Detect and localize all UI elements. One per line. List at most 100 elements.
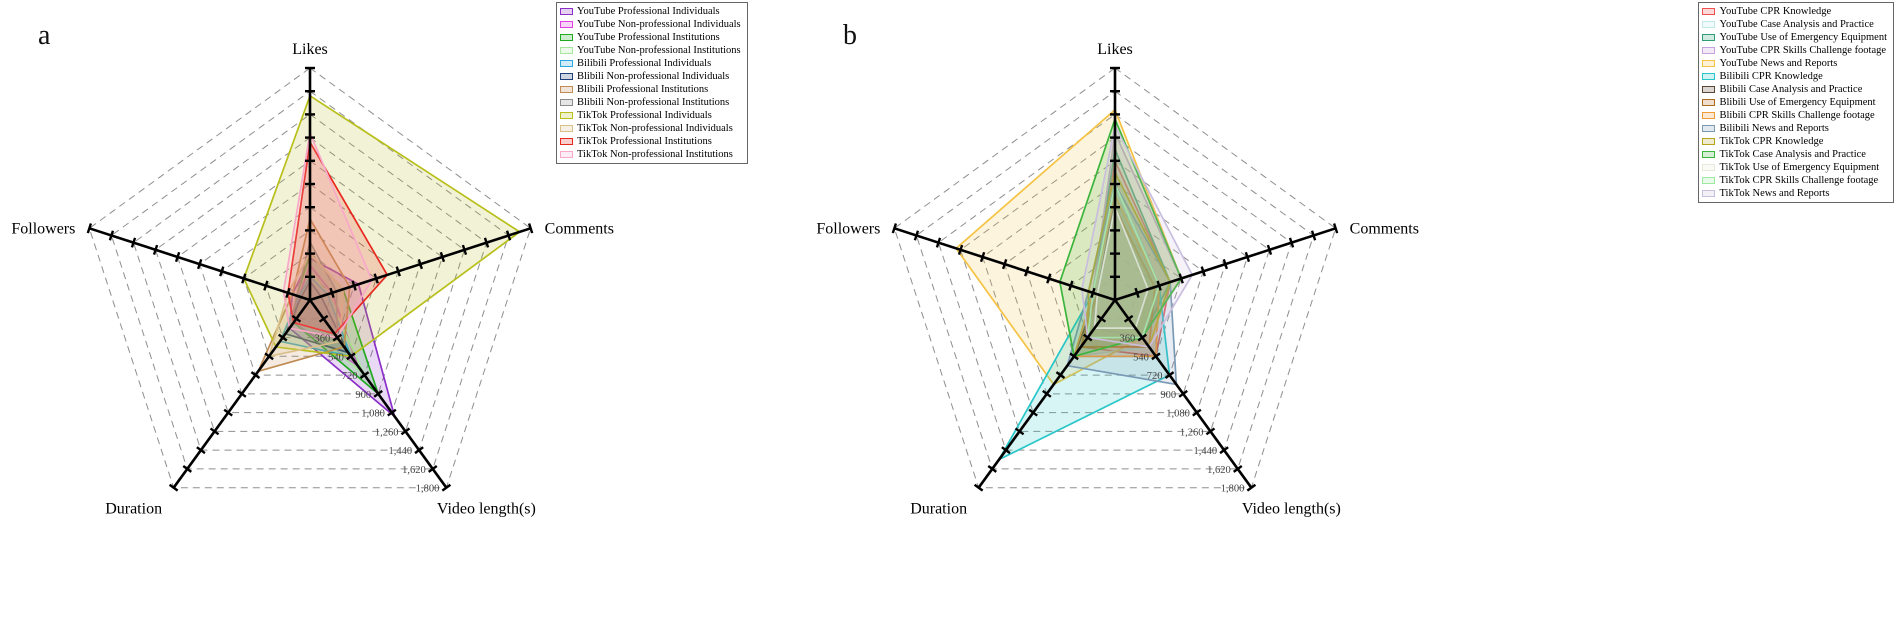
grid-ring bbox=[177, 160, 443, 414]
legend-item-2: YouTube Professional Institutions bbox=[560, 31, 741, 44]
axis-tick bbox=[387, 408, 397, 417]
axis-tick bbox=[291, 314, 302, 323]
grid-ring bbox=[937, 113, 1293, 451]
axis-tick bbox=[346, 352, 356, 361]
grid-ring bbox=[982, 160, 1248, 414]
legend-item-7: Blibili Non-professional Institutions bbox=[560, 96, 741, 109]
axis-tick bbox=[108, 230, 115, 241]
axis-tick bbox=[174, 251, 181, 263]
legend-swatch bbox=[560, 125, 573, 132]
grid-ring bbox=[915, 90, 1315, 470]
axis-tick bbox=[979, 251, 986, 263]
series-polygon-11 bbox=[1058, 118, 1183, 358]
legend-label: Bilibili CPR Knowledge bbox=[1719, 71, 1823, 82]
axis-tick bbox=[1028, 408, 1038, 417]
grid-ring bbox=[959, 136, 1271, 432]
grid-ring bbox=[132, 113, 488, 451]
axis-tick bbox=[182, 465, 193, 473]
legend-item-11: TikTok Non-professional Institutions bbox=[560, 148, 741, 161]
axis-label-3: Duration bbox=[105, 501, 162, 518]
axis-tick bbox=[1046, 273, 1052, 284]
video-length-tick-label: 1,260 bbox=[1180, 427, 1204, 438]
axis-tick bbox=[373, 273, 379, 284]
video-length-tick-label: 1,800 bbox=[416, 484, 440, 495]
axis-tick bbox=[505, 230, 512, 241]
legend-label: YouTube Professional Institutions bbox=[577, 32, 720, 43]
legend-swatch bbox=[560, 8, 573, 15]
series-polygon-6 bbox=[257, 217, 351, 373]
axis-tick bbox=[1200, 266, 1206, 277]
axis-tick bbox=[417, 259, 424, 270]
legend-item-8: Blibili CPR Skills Challenge footage bbox=[1702, 109, 1887, 122]
legend-label: TikTok Use of Emergency Equipment bbox=[1719, 162, 1880, 173]
legend-label: Bilibili News and Reports bbox=[1719, 123, 1829, 134]
video-length-tick-label: 900 bbox=[355, 390, 371, 401]
axis-tick bbox=[1246, 483, 1257, 492]
legend-item-0: YouTube Professional Individuals bbox=[560, 5, 741, 18]
axis-tick bbox=[414, 446, 424, 455]
legend-item-4: YouTube News and Reports bbox=[1702, 57, 1887, 70]
legend-swatch bbox=[560, 73, 573, 80]
axis-tick bbox=[1055, 371, 1066, 379]
axis-tick bbox=[219, 266, 225, 277]
legend-label: YouTube CPR Skills Challenge footage bbox=[1719, 45, 1887, 56]
axis-tick bbox=[1332, 223, 1339, 234]
axis-tick bbox=[1090, 287, 1096, 298]
legend-item-3: YouTube Non-professional Institutions bbox=[560, 44, 741, 57]
axis-tick bbox=[152, 244, 159, 255]
axis-tick bbox=[439, 251, 446, 263]
axis-label-2: Video length(s) bbox=[1242, 501, 1341, 518]
axis-label-2: Video length(s) bbox=[437, 501, 536, 518]
series-polygon-5 bbox=[284, 280, 350, 354]
axis-tick bbox=[973, 483, 984, 492]
legend-swatch bbox=[1702, 47, 1716, 54]
legend-label: YouTube Professional Individuals bbox=[577, 6, 720, 17]
legend-label: TikTok News and Reports bbox=[1719, 188, 1830, 199]
axis-tick bbox=[461, 244, 468, 255]
legend-swatch bbox=[560, 99, 573, 106]
axis-tick bbox=[527, 223, 534, 234]
legend-item-5: Blibili Non-professional Individuals bbox=[560, 70, 741, 83]
axis-tick bbox=[86, 223, 93, 234]
grid-ring bbox=[221, 206, 399, 376]
axis-tick bbox=[427, 465, 438, 473]
axis-tick bbox=[441, 483, 452, 492]
axis-tick bbox=[1096, 314, 1107, 323]
legend-item-0: YouTube CPR Knowledge bbox=[1702, 5, 1887, 18]
axis-tick bbox=[1137, 333, 1148, 342]
legend-swatch bbox=[560, 21, 573, 28]
legend-swatch bbox=[1702, 151, 1716, 158]
axis-tick bbox=[957, 244, 964, 255]
axis-tick bbox=[318, 314, 329, 323]
video-length-tick-label: 1,800 bbox=[1221, 484, 1245, 495]
axis-tick bbox=[1042, 389, 1052, 398]
legend-item-11: TikTok Case Analysis and Practice bbox=[1702, 148, 1887, 161]
grid-ring bbox=[199, 183, 421, 395]
legend-swatch bbox=[1702, 34, 1716, 41]
legend-label: YouTube Non-professional Institutions bbox=[577, 45, 741, 56]
legend-item-13: TikTok CPR Skills Challenge footage bbox=[1702, 174, 1887, 187]
series-polygon-10 bbox=[287, 141, 389, 335]
axis-tick bbox=[1068, 280, 1074, 291]
axis-tick bbox=[1156, 280, 1162, 291]
axis-tick bbox=[935, 237, 942, 248]
axis-tick bbox=[237, 389, 247, 398]
legend-label: TikTok Case Analysis and Practice bbox=[1719, 149, 1866, 160]
legend-item-8: TikTok Professional Individuals bbox=[560, 109, 741, 122]
legend-item-9: Bilibili News and Reports bbox=[1702, 122, 1887, 135]
legend-label: Blibili Case Analysis and Practice bbox=[1719, 84, 1863, 95]
video-length-tick-label: 720 bbox=[342, 371, 358, 382]
series-polygon-14 bbox=[1081, 125, 1194, 348]
axis-label-4: Followers bbox=[11, 220, 75, 237]
video-length-tick-label: 540 bbox=[1133, 352, 1149, 363]
axis-tick bbox=[1205, 427, 1216, 436]
axis-tick bbox=[1069, 352, 1079, 361]
axis-tick bbox=[1244, 251, 1251, 263]
panel-b-label: b bbox=[843, 20, 857, 51]
video-length-tick-label: 1,080 bbox=[361, 409, 385, 420]
axis-tick bbox=[987, 465, 998, 473]
axis-tick bbox=[1178, 389, 1188, 398]
axis-tick bbox=[1024, 266, 1030, 277]
